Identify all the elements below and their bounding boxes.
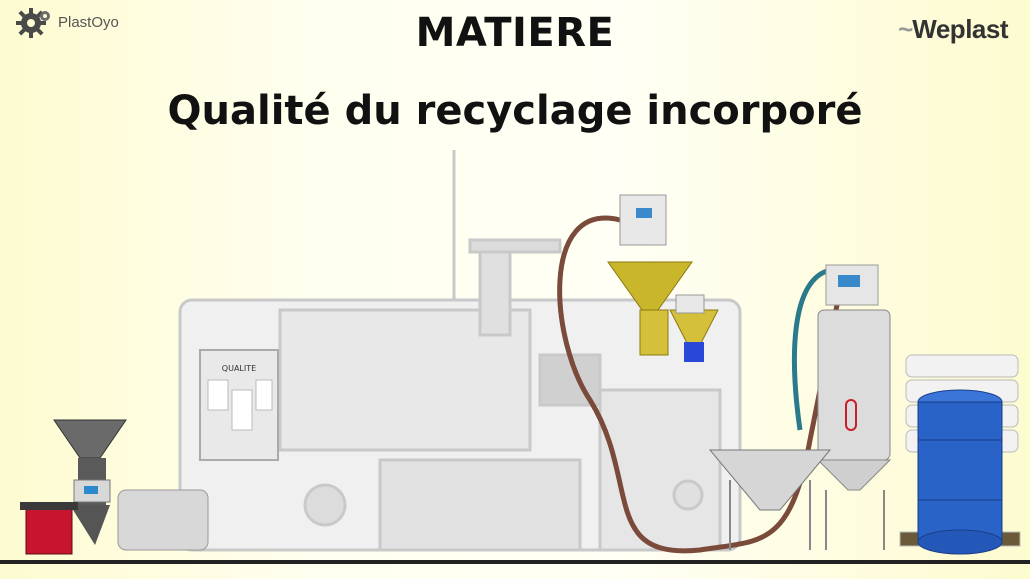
dryer-silo <box>816 264 892 550</box>
control-panel: QUALITE <box>199 349 279 461</box>
plastoyo-brand: PlastOyo <box>58 14 119 31</box>
weplast-logo: ~Weplast <box>897 14 1009 45</box>
blue-barrel <box>917 389 1003 555</box>
panel-label: QUALITE <box>222 364 256 373</box>
red-bin <box>20 502 78 555</box>
blending-hopper <box>708 449 832 550</box>
grey-tank <box>117 489 209 551</box>
weplast-mark: ~ <box>897 14 913 44</box>
injection-line-illustration: QUALITE <box>0 150 1030 564</box>
plastoyo-logo: PlastOyo <box>14 6 119 40</box>
hopper-loader <box>607 194 719 362</box>
teal-feed-hose <box>791 267 831 431</box>
page-title: MATIERE <box>415 10 615 56</box>
floor-line <box>0 560 1030 564</box>
grinder <box>53 419 127 545</box>
gear-icon <box>16 8 50 38</box>
brown-feed-hose <box>557 215 843 554</box>
page-subtitle: Qualité du recyclage incorporé <box>167 88 863 134</box>
injection-machine <box>178 150 742 552</box>
weplast-brand: Weplast <box>912 14 1008 44</box>
